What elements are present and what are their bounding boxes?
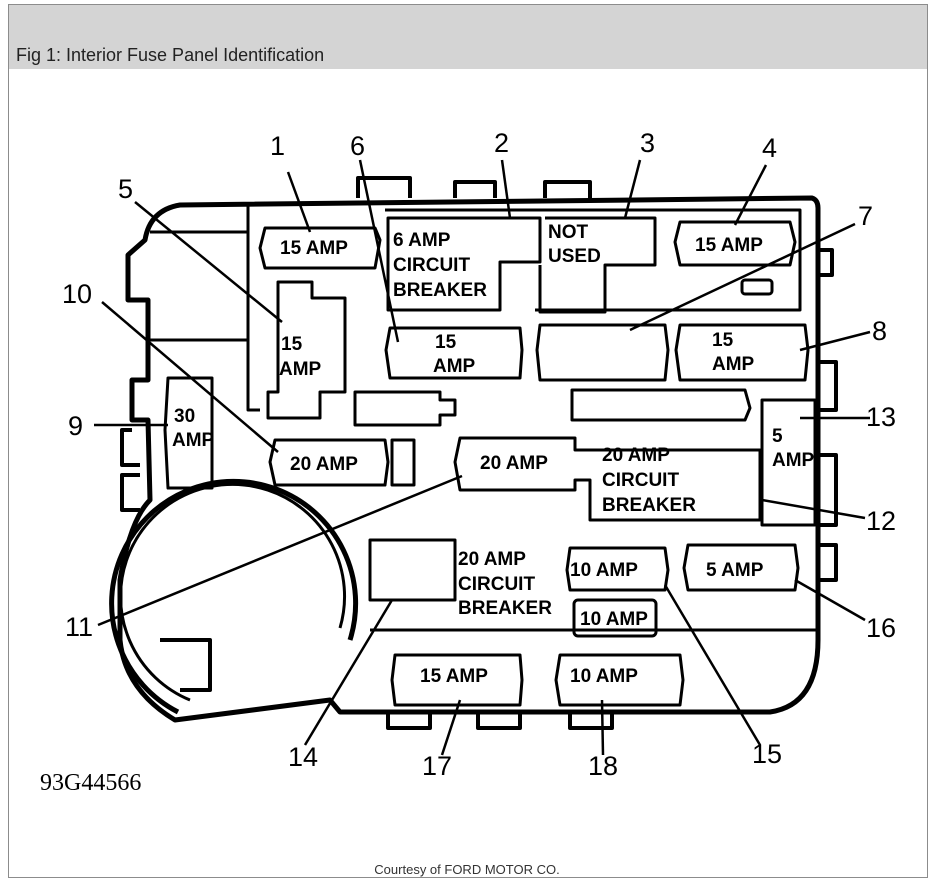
callout-16: 16	[866, 613, 896, 643]
fuse-4-label: 15 AMP	[695, 235, 763, 256]
fuse-2-label-line2: CIRCUIT	[393, 255, 470, 276]
panel-outline	[117, 195, 821, 723]
callout-14: 14	[288, 742, 318, 772]
fuse-15a-label: 10 AMP	[570, 560, 638, 581]
callout-17: 17	[422, 751, 452, 781]
fuse-16-label: 5 AMP	[706, 560, 764, 581]
callout-10: 10	[62, 279, 92, 309]
fuse-18-label: 10 AMP	[570, 666, 638, 687]
fuse-9-label-line1: 30	[174, 406, 195, 427]
callout-6: 6	[350, 131, 365, 161]
fuse-5-label-line1: 15	[281, 334, 303, 355]
callout-11: 11	[65, 612, 93, 642]
figure-id: 93G44566	[40, 770, 141, 796]
fuse-5-label-line2: AMP	[279, 359, 322, 380]
fuse-6-label-line2: AMP	[433, 356, 476, 377]
fuse-15b-label: 10 AMP	[580, 609, 648, 630]
fuse-14-label-line3: BREAKER	[458, 598, 552, 619]
callout-15: 15	[752, 739, 782, 769]
fuse-12-label-line3: BREAKER	[602, 495, 696, 516]
fuse-12-label-line2: CIRCUIT	[602, 470, 679, 491]
callout-9: 9	[68, 411, 83, 441]
fuse-8-label-line2: AMP	[712, 354, 755, 375]
callout-12: 12	[866, 506, 896, 536]
figure-frame	[8, 4, 928, 878]
figure-caption: Fig 1: Interior Fuse Panel Identificatio…	[16, 45, 325, 65]
fuse-14-label-line2: CIRCUIT	[458, 574, 535, 595]
callout-18: 18	[588, 751, 618, 781]
fuse-8-label-line1: 15	[712, 330, 734, 351]
fuse-13-label-line2: AMP	[772, 450, 815, 471]
fuse-3-label-line2: USED	[548, 246, 601, 267]
courtesy-credit: Courtesy of FORD MOTOR CO.	[374, 862, 560, 877]
fuse-10-label: 20 AMP	[290, 454, 358, 475]
fuse-17-label: 15 AMP	[420, 666, 488, 687]
fuse-13-label-line1: 5	[772, 426, 783, 447]
fuse-9-label-line2: AMP	[172, 430, 215, 451]
fuse-11-label: 20 AMP	[480, 453, 548, 474]
fuse-3-label-line1: NOT	[548, 222, 589, 243]
callout-1: 1	[270, 131, 285, 161]
fuse-2-label-line1: 6 AMP	[393, 230, 451, 251]
callout-2: 2	[494, 128, 509, 158]
fuse-14-label-line1: 20 AMP	[458, 549, 526, 570]
callout-3: 3	[640, 128, 655, 158]
callout-4: 4	[762, 133, 777, 163]
fuse-2-label-line3: BREAKER	[393, 280, 487, 301]
callout-5: 5	[118, 174, 133, 204]
fuse-6-label-line1: 15	[435, 332, 457, 353]
callout-8: 8	[872, 316, 887, 346]
fuse-1-label: 15 AMP	[280, 238, 348, 259]
callout-13: 13	[866, 402, 896, 432]
caption-bar	[9, 5, 927, 69]
fuse-12-label-line1: 20 AMP	[602, 445, 670, 466]
callout-7: 7	[858, 201, 873, 231]
